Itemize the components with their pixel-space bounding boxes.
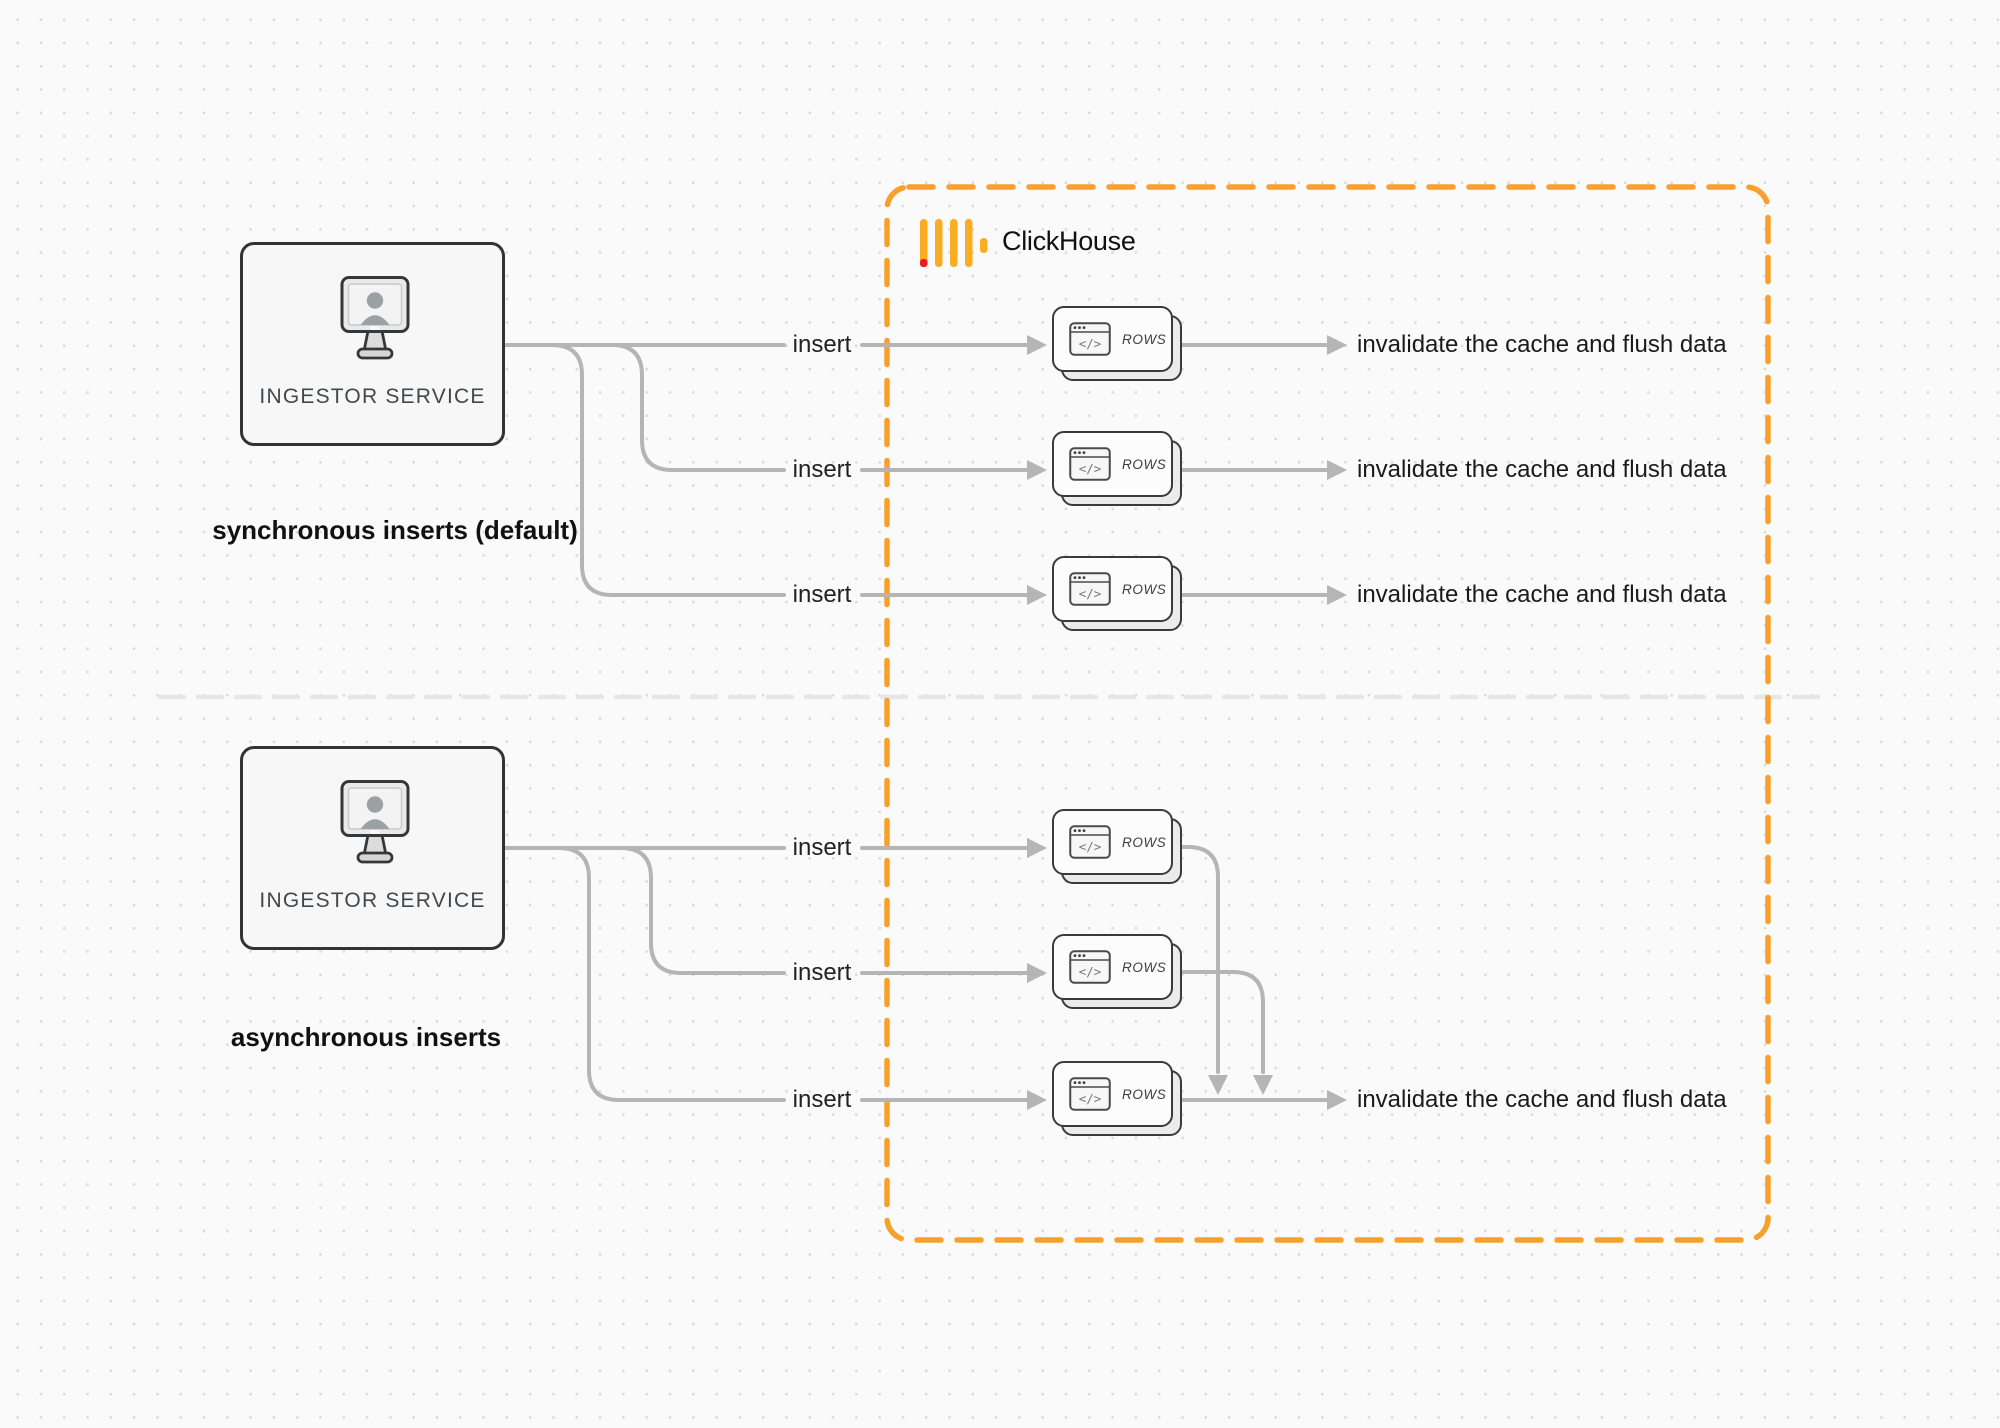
svg-text:</>: </> [1079, 964, 1102, 979]
rows-card-label: ROWS [1122, 456, 1167, 472]
code-window-icon: </> [1069, 1077, 1111, 1111]
clickhouse-wordmark: ClickHouse [1002, 226, 1136, 256]
svg-text:</>: </> [1079, 586, 1102, 601]
ingestor-service-label: INGESTOR SERVICE [259, 385, 486, 408]
code-window-icon: </> [1069, 322, 1111, 356]
svg-text:</>: </> [1079, 839, 1102, 854]
ingestor-service-label: INGESTOR SERVICE [259, 889, 486, 912]
ingestor-service-box-sync: INGESTOR SERVICE [240, 242, 505, 446]
clickhouse-logo-icon [920, 219, 988, 267]
rows-card-front: </> ROWS [1052, 809, 1173, 875]
rows-card: </> ROWS [1052, 1061, 1183, 1137]
rows-card: </> ROWS [1052, 809, 1183, 885]
rows-card: </> ROWS [1052, 306, 1183, 382]
result-label: invalidate the cache and flush data [1357, 581, 1727, 608]
rows-card-label: ROWS [1122, 959, 1167, 975]
sync-section-caption: synchronous inserts (default) [212, 515, 578, 545]
insert-label: insert [792, 456, 852, 483]
result-label: invalidate the cache and flush data [1357, 456, 1727, 483]
rows-card-label: ROWS [1122, 581, 1167, 597]
rows-card: </> ROWS [1052, 431, 1183, 507]
rows-card-front: </> ROWS [1052, 934, 1173, 1000]
ingestor-service-box-async: INGESTOR SERVICE [240, 746, 505, 950]
code-window-icon: </> [1069, 572, 1111, 606]
rows-card-front: </> ROWS [1052, 431, 1173, 497]
clickhouse-boundary-box [884, 184, 1771, 1243]
code-window-icon: </> [1069, 447, 1111, 481]
code-window-icon: </> [1069, 950, 1111, 984]
rows-card-front: </> ROWS [1052, 306, 1173, 372]
result-label: invalidate the cache and flush data [1357, 331, 1727, 358]
clickhouse-header: ClickHouse [918, 215, 1218, 275]
svg-text:</>: </> [1079, 336, 1102, 351]
insert-label: insert [792, 834, 852, 861]
async-section-caption: asynchronous inserts [230, 1022, 502, 1052]
rows-card-label: ROWS [1122, 1086, 1167, 1102]
monitor-user-icon [340, 276, 410, 360]
insert-label: insert [792, 1086, 852, 1113]
code-window-icon: </> [1069, 825, 1111, 859]
svg-text:</>: </> [1079, 461, 1102, 476]
rows-card-front: </> ROWS [1052, 1061, 1173, 1127]
rows-card-front: </> ROWS [1052, 556, 1173, 622]
rows-card-label: ROWS [1122, 331, 1167, 347]
svg-text:</>: </> [1079, 1091, 1102, 1106]
insert-label: insert [792, 581, 852, 608]
insert-label: insert [792, 959, 852, 986]
rows-card: </> ROWS [1052, 934, 1183, 1010]
insert-label: insert [792, 331, 852, 358]
rows-card: </> ROWS [1052, 556, 1183, 632]
rows-card-label: ROWS [1122, 834, 1167, 850]
result-label: invalidate the cache and flush data [1357, 1086, 1727, 1113]
monitor-user-icon [340, 780, 410, 864]
